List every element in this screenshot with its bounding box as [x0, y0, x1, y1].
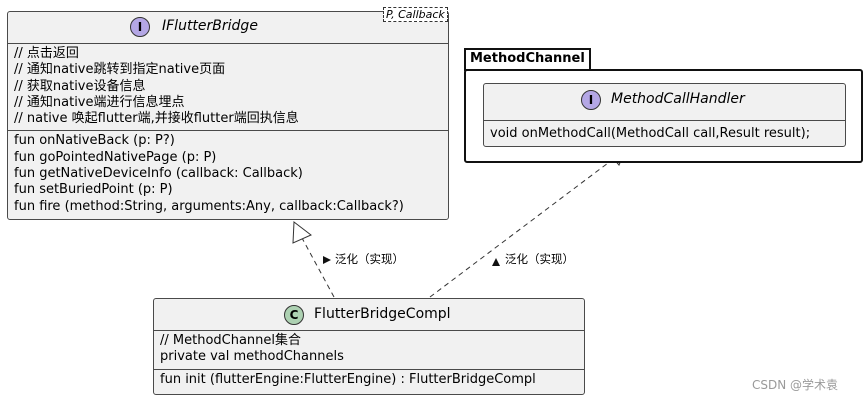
interface-stereotype-icon: I — [581, 90, 601, 110]
method-line: fun setBuriedPoint (p: P) — [14, 182, 173, 198]
flutterbridgecompl-methods: fun init (flutterEngine:FlutterEngine) :… — [154, 368, 584, 391]
flutterbridgecompl-header: C FlutterBridgeCompl — [154, 299, 584, 331]
realization-line-left — [301, 237, 335, 298]
comment-line: // 通知native端进行信息埋点 — [14, 94, 185, 110]
direction-triangle-right — [492, 258, 500, 266]
iflutterbridge-title: IFlutterBridge — [162, 18, 258, 34]
interface-stereotype-icon: I — [130, 17, 150, 37]
iflutterbridge-header: I IFlutterBridge — [8, 12, 448, 44]
field-line: // MethodChannel集合 — [160, 333, 302, 348]
direction-triangle-left — [323, 256, 331, 264]
comment-line: // 点击返回 — [14, 46, 79, 61]
method-line: fun goPointedNativePage (p: P) — [14, 149, 217, 165]
realization-line-right — [429, 159, 613, 298]
relation-label-right: 泛化（实现） — [505, 252, 574, 266]
flutterbridgecompl-class: C FlutterBridgeCompl // MethodChannel集合 … — [153, 298, 585, 395]
method-line: fun init (flutterEngine:FlutterEngine) :… — [160, 371, 536, 387]
package-tab: MethodChannel — [464, 48, 591, 71]
flutterbridgecompl-title: FlutterBridgeCompl — [314, 306, 451, 322]
methodcallhandler-interface: I MethodCallHandler void onMethodCall(Me… — [483, 83, 846, 147]
method-line: fun fire (method:String, arguments:Any, … — [14, 198, 404, 214]
watermark: CSDN @学术袁 — [752, 378, 839, 392]
methodcallhandler-title: MethodCallHandler — [611, 91, 745, 107]
methodcallhandler-methods: void onMethodCall(MethodCall call,Result… — [484, 121, 845, 145]
comment-line: // native 唤起flutter端,并接收flutter端回执信息 — [14, 111, 299, 127]
method-line: void onMethodCall(MethodCall call,Result… — [490, 126, 811, 141]
iflutterbridge-interface: I IFlutterBridge // 点击返回 // 通知native跳转到指… — [7, 11, 449, 220]
iflutterbridge-methods: fun onNativeBack (p: P?) fun goPointedNa… — [8, 130, 448, 217]
field-line: private val methodChannels — [160, 349, 344, 365]
methodcallhandler-header: I MethodCallHandler — [484, 84, 845, 121]
method-line: fun getNativeDeviceInfo (callback: Callb… — [14, 166, 303, 182]
flutterbridgecompl-fields: // MethodChannel集合 private val methodCha… — [154, 331, 584, 369]
method-line: fun onNativeBack (p: P?) — [14, 133, 175, 149]
class-stereotype-icon: C — [284, 305, 304, 325]
realization-arrowhead-left — [292, 221, 312, 244]
type-parameters: P, Callback — [383, 7, 448, 22]
relation-label-left: 泛化（实现） — [335, 252, 404, 266]
comment-line: // 通知native跳转到指定native页面 — [14, 62, 226, 78]
iflutterbridge-comments: // 点击返回 // 通知native跳转到指定native页面 // 获取na… — [8, 44, 448, 130]
comment-line: // 获取native设备信息 — [14, 78, 146, 94]
